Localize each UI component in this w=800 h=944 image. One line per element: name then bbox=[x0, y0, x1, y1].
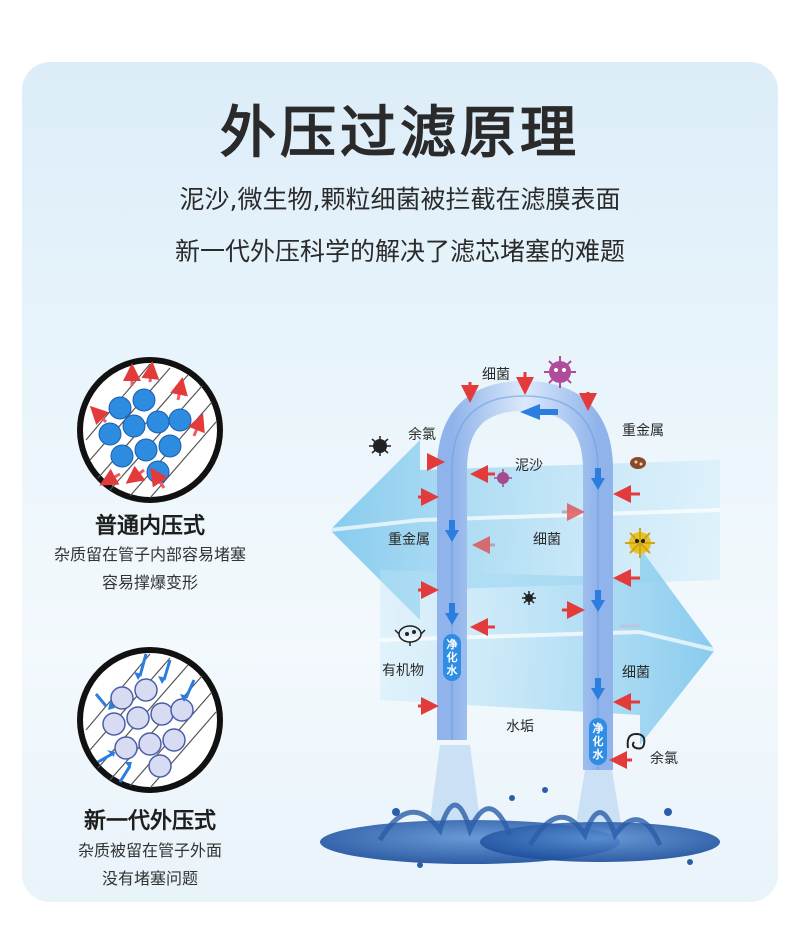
inner-pressure-desc-2: 容易撑爆变形 bbox=[101, 573, 198, 592]
label-bacteria-right: 细菌 bbox=[622, 665, 650, 681]
chlorine-icon bbox=[369, 436, 391, 456]
label-heavy-metal-left: 重金属 bbox=[388, 532, 430, 548]
label-bacteria-mid: 细菌 bbox=[533, 532, 561, 548]
outer-pressure-title: 新一代外压式 bbox=[83, 809, 216, 834]
page-title: 外压过滤原理 bbox=[220, 101, 580, 166]
label-scale: 水垢 bbox=[506, 719, 534, 735]
label-chlorine-bottom: 余氯 bbox=[650, 751, 678, 767]
label-silt: 泥沙 bbox=[515, 458, 543, 474]
label-heavy-metal-right: 重金属 bbox=[622, 423, 664, 439]
germ-icon-small bbox=[494, 469, 512, 487]
purified-water-badge-right: 净化水 bbox=[589, 718, 607, 765]
organic-icon bbox=[394, 625, 426, 646]
outer-pressure-desc-2: 没有堵塞问题 bbox=[101, 869, 198, 888]
chlorine-icon-bottom bbox=[626, 732, 646, 750]
germ-icon-top bbox=[544, 356, 576, 388]
purified-water-badge-left: 净化水 bbox=[443, 634, 461, 681]
flow-arrows bbox=[445, 404, 605, 700]
inner-pressure-title: 普通内压式 bbox=[94, 514, 205, 539]
subtitle-line-2: 新一代外压科学的解决了滤芯堵塞的难题 bbox=[174, 237, 625, 266]
outer-pressure-illustration bbox=[77, 647, 223, 793]
label-organic: 有机物 bbox=[382, 663, 424, 679]
virus-icon bbox=[522, 591, 536, 605]
outer-pressure-desc-1: 杂质被留在管子外面 bbox=[77, 841, 222, 860]
inner-pressure-desc-1: 杂质留在管子内部容易堵塞 bbox=[53, 545, 246, 564]
label-bacteria-top: 细菌 bbox=[482, 367, 510, 383]
contaminant-arrows bbox=[418, 372, 640, 769]
water-splash bbox=[320, 745, 720, 868]
brown-particle-icon bbox=[630, 457, 646, 469]
subtitle-line-1: 泥沙,微生物,颗粒细菌被拦截在滤膜表面 bbox=[179, 185, 621, 214]
label-chlorine-left: 余氯 bbox=[408, 427, 436, 443]
inner-pressure-illustration bbox=[77, 357, 223, 503]
yellow-germ-icon bbox=[625, 528, 655, 558]
